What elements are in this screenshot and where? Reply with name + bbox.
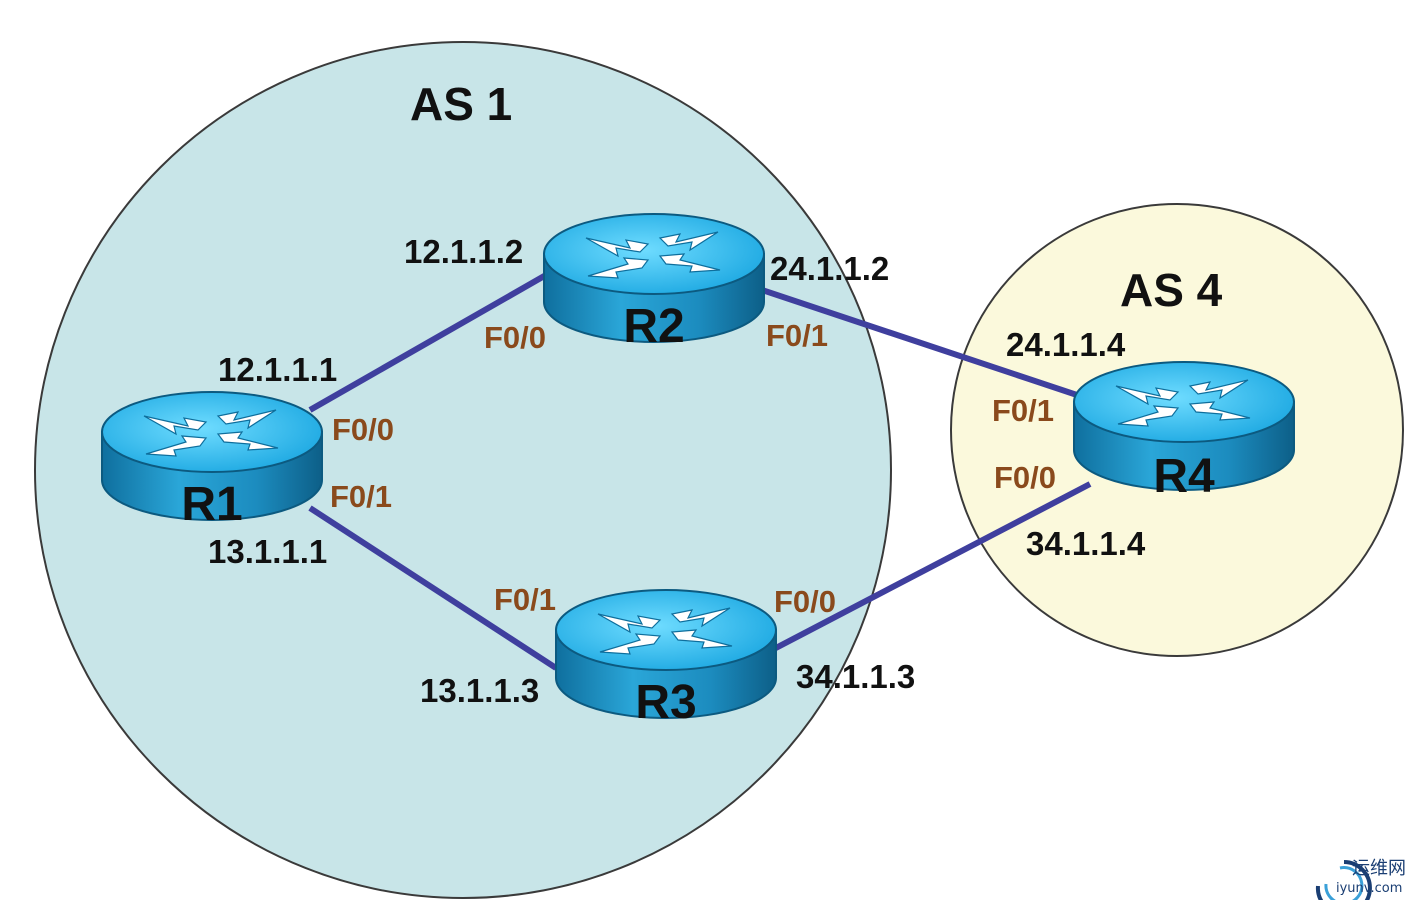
ip-r3-f00: 34.1.1.3 [796,658,915,695]
iface-r4-f01: F0/1 [992,393,1054,428]
link-r1-r3 [308,505,558,671]
router-r1[interactable]: R1 [101,391,323,531]
iface-r3-f00: F0/0 [774,584,836,619]
router-r4[interactable]: R4 [1073,361,1295,503]
router-r3[interactable]: R3 [555,589,777,729]
watermark-url: iyunv.com [1336,881,1402,896]
link-r3-r4 [770,481,1092,653]
ip-r2-f00: 12.1.1.2 [404,233,523,270]
watermark-name: 运维网 [1352,858,1406,879]
as4-title: AS 4 [1120,264,1223,316]
router-r2[interactable]: R2 [543,213,765,353]
iface-r1-f00: F0/0 [332,412,394,447]
ip-r3-f01: 13.1.1.3 [420,672,539,709]
ip-r4-f00: 34.1.1.4 [1026,525,1146,562]
router-r1-name: R1 [181,478,242,531]
watermark: 运维网 iyunv.com [1315,858,1406,900]
ip-r1-f00: 12.1.1.1 [218,351,337,388]
iface-r2-f00: F0/0 [484,320,546,355]
link-r1-r2 [308,272,548,413]
ip-r2-f01: 24.1.1.2 [770,250,889,287]
link-r2-r4 [761,287,1087,401]
router-r2-name: R2 [623,300,684,353]
watermark-logo-icon [1315,860,1372,900]
router-r3-name: R3 [635,676,696,729]
ip-r1-f01: 13.1.1.1 [208,533,327,570]
iface-r3-f01: F0/1 [494,582,556,617]
ip-r4-f01: 24.1.1.4 [1006,326,1126,363]
router-r4-name: R4 [1153,450,1215,503]
iface-r1-f01: F0/1 [330,479,392,514]
iface-r4-f00: F0/0 [994,460,1056,495]
iface-r2-f01: F0/1 [766,318,828,353]
as1-title: AS 1 [410,78,512,130]
